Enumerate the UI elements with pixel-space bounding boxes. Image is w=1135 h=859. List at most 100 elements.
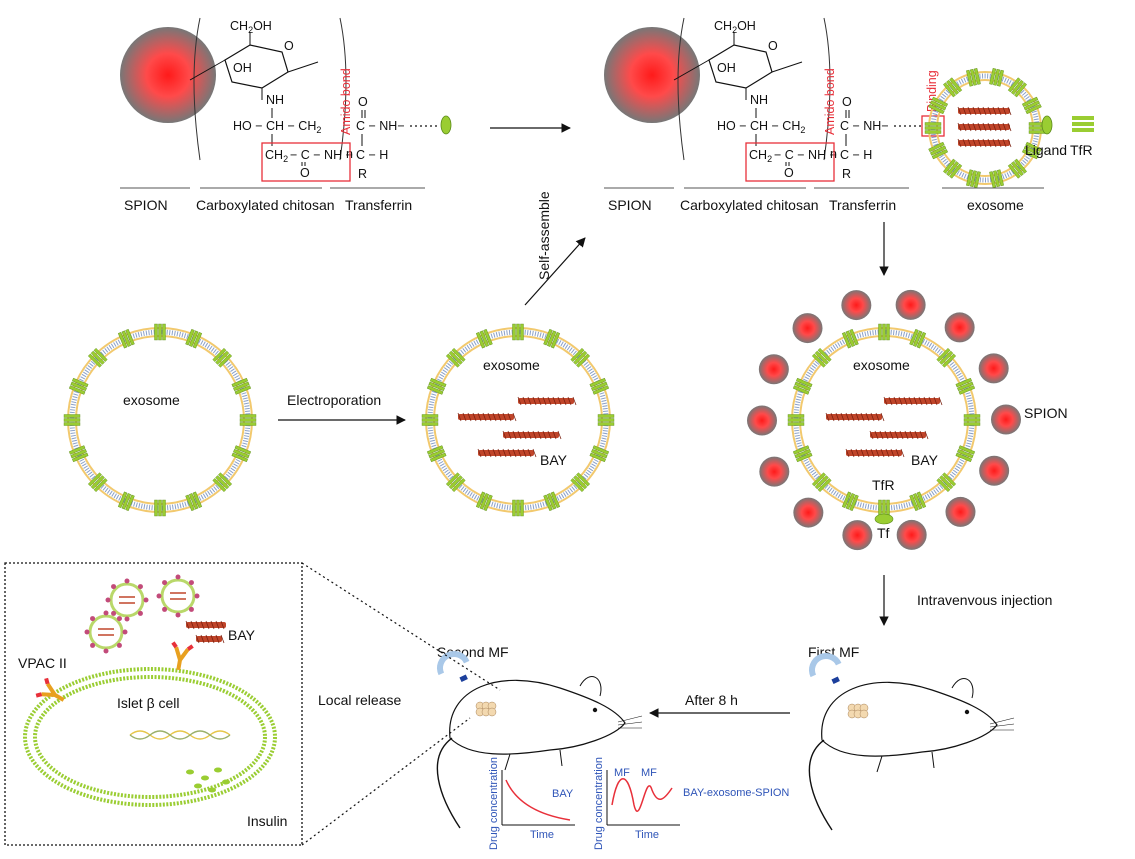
ho-ch-ch2-text: HO − CH − CH [233, 119, 316, 133]
carbonyl-o-text: O [300, 166, 310, 180]
inset-bay-label: BAY [228, 627, 256, 643]
svg-text:CH2: CH2 [749, 148, 772, 164]
tfr-receptor-icon [426, 377, 447, 395]
tfr-receptor-icon [589, 377, 610, 395]
ligand-label: Ligand [1025, 142, 1067, 158]
tfr-receptor-icon [878, 323, 890, 341]
spion-particle [842, 520, 873, 551]
tfr-receptor-icon [966, 68, 981, 87]
graph-exosome-xlabel: Time [635, 829, 659, 841]
tfr-receptor-icon [928, 96, 949, 115]
insulin-granule [186, 769, 194, 775]
chitosan-label-right: Carboxylated chitosan [680, 197, 819, 213]
tfr-receptor-icon [87, 347, 108, 368]
tfr-receptor-icon [421, 414, 439, 426]
top-left-structure: CH2OH OH O NH n HO − CH − CH2 CH2 − C − … [120, 17, 452, 213]
tfr-receptor-icon [1007, 77, 1027, 98]
amido-box-right [745, 142, 835, 182]
spion-label-right: SPION [608, 197, 652, 213]
chitosan-label-left: Carboxylated chitosan [196, 197, 335, 213]
mouse-second [436, 651, 643, 829]
graph-exosome-curve [611, 778, 673, 812]
tfr-receptor-icon [811, 347, 832, 368]
top-right-structure: CH2OH OH O NH n HO − CH − CH2 CH2 − C − … [604, 17, 1044, 213]
vpac-receptor-icon [171, 641, 194, 671]
tfr-receptor-icon [924, 122, 942, 134]
tfr-receptor-icon [989, 68, 1004, 87]
mini-exosome-icon [105, 578, 149, 622]
svg-text:C − H: C − H [840, 148, 872, 162]
amido-bond-label: Amido bond [339, 68, 353, 135]
mini-exosome-icon [156, 574, 200, 618]
bay-drug-icon [502, 430, 562, 440]
tfr-receptor-icon [154, 323, 166, 341]
bay-loaded-label: BAY [540, 452, 568, 468]
tfr-receptor-icon [87, 472, 108, 493]
tfr-receptor-icon [963, 414, 981, 426]
pancreas-icon [847, 703, 869, 719]
spion-particle [979, 455, 1010, 486]
spion-particle [841, 290, 872, 321]
tfr-receptor-icon [989, 169, 1004, 188]
tfr-receptor-icon [955, 445, 976, 463]
tfr-receptor-icon [154, 499, 166, 517]
tfr-receptor-icon [966, 169, 981, 188]
tfr-receptor-icon [117, 328, 135, 349]
inset-islet [23, 574, 277, 807]
tfr-receptor-icon [792, 445, 813, 463]
exosome-loaded [421, 323, 615, 517]
o-text: O [284, 39, 294, 53]
tfr-final-label: TfR [872, 477, 895, 493]
tfr-receptor-icon [512, 499, 524, 517]
tfr-receptor-icon [787, 414, 805, 426]
magnet-icon [437, 651, 470, 682]
inset-frame [4, 562, 303, 846]
tfr-receptor-icon [943, 158, 963, 179]
self-assemble-label: Self-assemble [536, 191, 552, 280]
bay-drug-icon [477, 448, 537, 458]
pancreas-icon [475, 701, 497, 717]
self-assemble-arrow [524, 237, 586, 306]
tfr-receptor-icon [239, 414, 257, 426]
insulin-granule [214, 767, 222, 773]
svg-text:O: O [768, 39, 778, 53]
bay-drug-icon [957, 122, 1012, 132]
svg-text:CH2: CH2 [265, 148, 288, 164]
exosome-empty [63, 323, 257, 517]
intravenous-label: Intravenvous injection [917, 592, 1052, 608]
tfr-receptor-icon [185, 328, 203, 349]
svg-text:HO − CH − CH2: HO − CH − CH2 [717, 119, 805, 135]
bay-drug-icon [457, 412, 517, 422]
tfr-receptor-icon [543, 491, 561, 512]
insulin-granule [222, 779, 230, 785]
bay-drug-icon [883, 396, 943, 406]
spion-particle [945, 496, 976, 527]
tfr-receptor-icon [909, 491, 927, 512]
spion-particle [120, 27, 216, 123]
transferrin-label-right: Transferrin [829, 197, 896, 213]
tfr-receptor-icon [117, 491, 135, 512]
bay-drug-icon [845, 448, 905, 458]
svg-text:− C − NH −: − C − NH − [774, 148, 837, 162]
svg-text:R: R [842, 167, 851, 181]
bay-drug-icon [869, 430, 929, 440]
tfr-receptor-icon [1021, 141, 1042, 160]
c-h-text: C − H [356, 148, 388, 162]
tfr-receptor-icon [445, 347, 466, 368]
islet-label: Islet β cell [117, 695, 180, 711]
tfr-receptor-icon [212, 347, 233, 368]
spion-particle [747, 405, 778, 436]
tfr-receptor-icon [231, 445, 252, 463]
tfr-receptor-icon [512, 323, 524, 341]
graph-exosome-mf2: MF [641, 767, 657, 779]
tfr-receptor-icon [445, 472, 466, 493]
spion-particle [896, 519, 927, 550]
ch2-text: CH [265, 148, 283, 162]
tfr-receptor-icon [231, 377, 252, 395]
tfr-receptor-icon [475, 328, 493, 349]
tfr-receptor-icon [185, 491, 203, 512]
ch2oh-text: CH [230, 19, 248, 33]
svg-text:O: O [784, 166, 794, 180]
mouse-first [808, 653, 1015, 831]
exosome-label-top: exosome [967, 197, 1024, 213]
